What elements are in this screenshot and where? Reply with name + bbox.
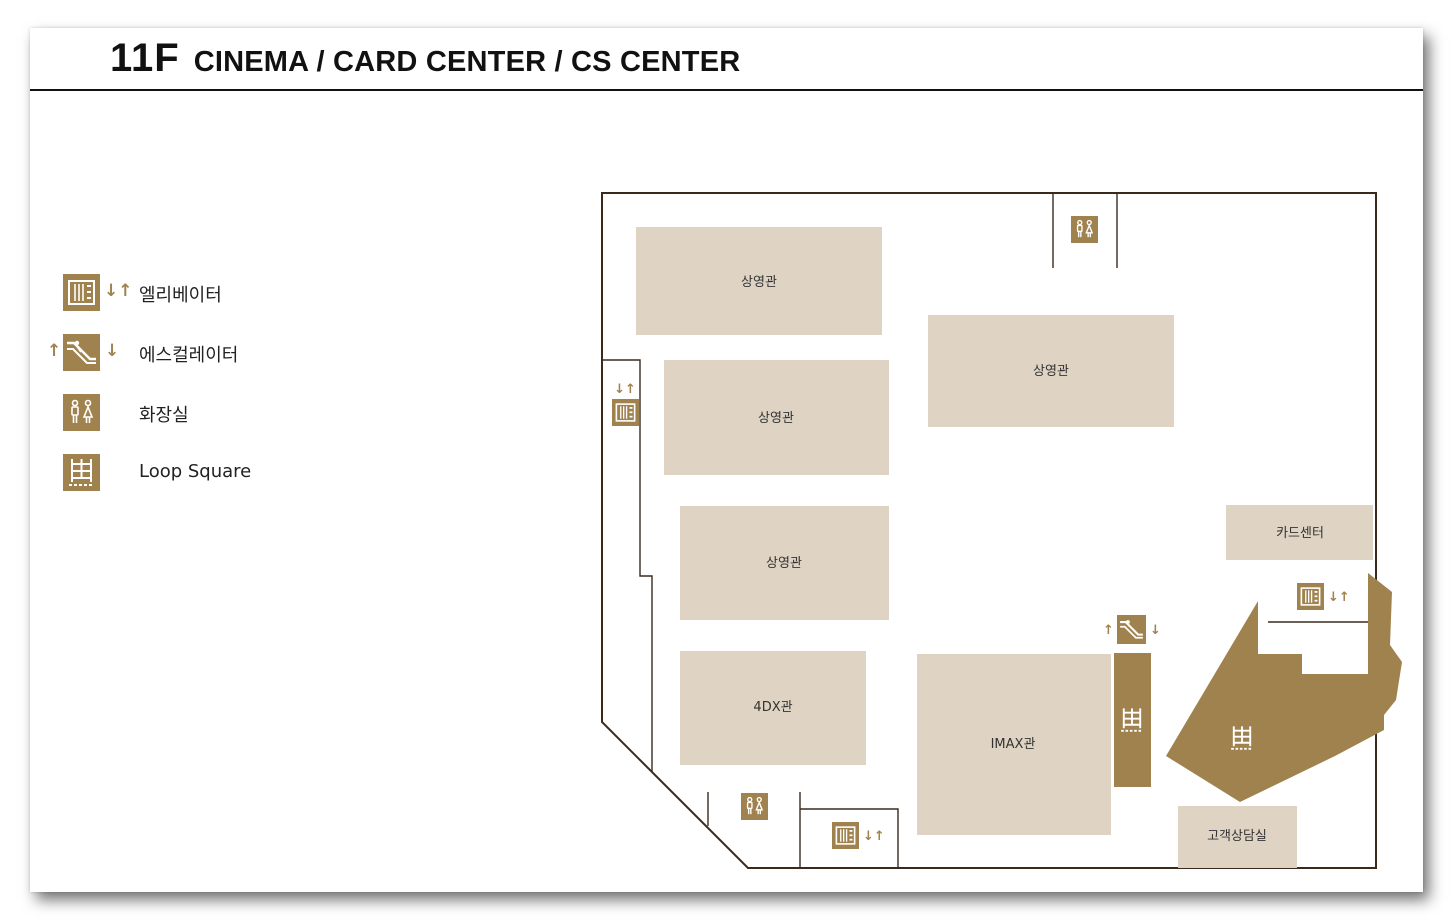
escalator-arrow-down: ↓	[105, 341, 120, 361]
escalator-icon	[63, 334, 100, 371]
room-label-theater-4dx: 4DX관	[753, 700, 792, 715]
elevator-icon[interactable]	[612, 399, 639, 426]
room-theater-2[interactable]: 상영관	[664, 360, 889, 475]
room-label-theater-4: 상영관	[766, 556, 802, 571]
room-label-theater-imax: IMAX관	[991, 737, 1036, 752]
restroom-icon[interactable]	[741, 793, 768, 820]
room-theater-imax[interactable]: IMAX관	[917, 654, 1111, 835]
restroom-icon	[63, 394, 100, 431]
restroom-icon[interactable]	[1071, 216, 1098, 243]
room-theater-4dx[interactable]: 4DX관	[680, 651, 866, 765]
legend-item-elevator: ↓↑ 엘리베이터	[45, 273, 305, 311]
elevator-arrows: ↓↑	[1328, 590, 1350, 605]
room-theater-3[interactable]: 상영관	[928, 315, 1174, 427]
loop-square-area	[1166, 573, 1402, 802]
header-divider	[30, 89, 1423, 91]
room-label-theater-2: 상영관	[758, 411, 794, 426]
room-customer-service[interactable]: 고객상담실	[1178, 806, 1297, 868]
legend-item-escalator: ↑ ↓ 에스컬레이터	[45, 333, 305, 371]
room-label-theater-3: 상영관	[1033, 364, 1069, 379]
room-theater-1[interactable]: 상영관	[636, 227, 882, 335]
elevator-icon[interactable]	[1297, 583, 1324, 610]
legend-label-loop-square: Loop Square	[139, 461, 252, 482]
legend-label-restroom: 화장실	[139, 405, 189, 426]
legend-label-escalator: 에스컬레이터	[139, 345, 239, 366]
room-label-theater-1: 상영관	[741, 275, 777, 290]
elevator-arrows: ↓↑	[104, 281, 133, 301]
legend-item-loop-square: Loop Square	[45, 453, 305, 491]
elevator-icon	[63, 274, 100, 311]
legend-label-elevator: 엘리베이터	[139, 285, 222, 306]
elevator-arrows: ↓↑	[614, 382, 636, 397]
floor-title: CINEMA / CARD CENTER / CS CENTER	[193, 46, 741, 78]
room-label-customer-service: 고객상담실	[1207, 829, 1267, 844]
escalator-arrow-up: ↑	[1103, 623, 1114, 638]
escalator-arrow-up: ↑	[47, 341, 62, 361]
escalator-arrow-down: ↓	[1150, 623, 1161, 638]
room-label-card-center: 카드센터	[1276, 526, 1324, 541]
loop-square-icon	[63, 454, 100, 491]
floor-number: 11F	[110, 36, 180, 80]
room-card-center[interactable]: 카드센터	[1226, 505, 1373, 560]
elevator-icon[interactable]	[832, 822, 859, 849]
legend-item-restroom: 화장실	[45, 393, 305, 431]
elevator-arrows: ↓↑	[863, 829, 885, 844]
escalator-icon[interactable]	[1117, 615, 1146, 644]
page-header: 11F CINEMA / CARD CENTER / CS CENTER	[110, 36, 740, 80]
room-theater-4[interactable]: 상영관	[680, 506, 889, 620]
interior-walls	[602, 193, 1368, 868]
